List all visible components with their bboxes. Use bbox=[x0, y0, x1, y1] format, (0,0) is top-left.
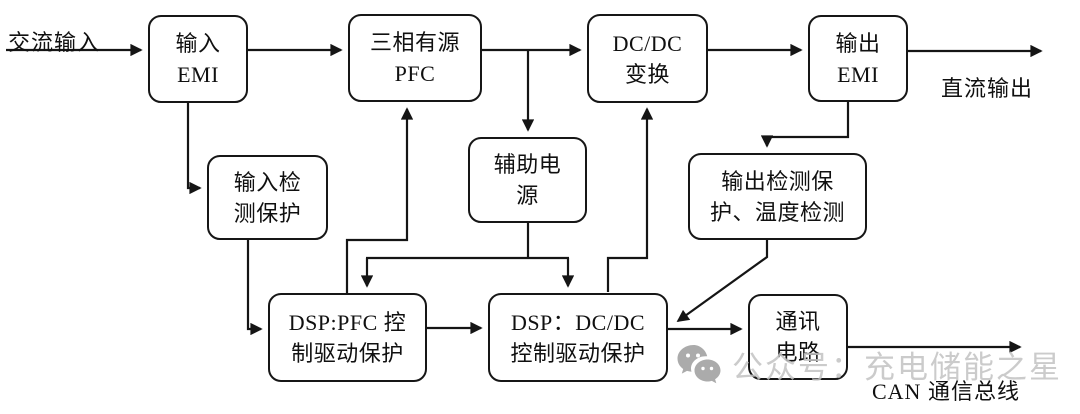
node-output-protect: 输出检测保 护、温度检测 bbox=[688, 153, 867, 240]
node-output-emi-line1: 输出 bbox=[835, 30, 881, 56]
node-dcdc: DC/DC 变换 bbox=[587, 14, 708, 103]
node-dsp-pfc-line2: 制驱动保护 bbox=[291, 340, 404, 366]
node-output-protect-line1: 输出检测保 bbox=[721, 168, 834, 194]
node-output-protect-line2: 护、温度检测 bbox=[709, 199, 845, 225]
node-input-protect: 输入检 测保护 bbox=[207, 155, 328, 240]
label-dc-output: 直流输出 bbox=[941, 76, 1034, 101]
node-comm-line1: 通讯 bbox=[775, 309, 821, 334]
node-comm: 通讯 电路 bbox=[748, 294, 848, 380]
node-input-emi: 输入 EMI bbox=[148, 15, 248, 103]
node-pfc-line2: PFC bbox=[394, 61, 436, 86]
node-aux-power-line1: 辅助电 bbox=[493, 152, 562, 177]
node-pfc-line1: 三相有源 bbox=[369, 30, 460, 55]
node-input-emi-line2: EMI bbox=[177, 62, 219, 87]
node-output-emi: 输出 EMI bbox=[808, 15, 908, 102]
node-dsp-dcdc-line1: DSP：DC/DC bbox=[510, 309, 646, 335]
edge-input-emi-to-input-protect bbox=[186, 103, 202, 195]
node-dsp-dcdc-line2: 控制驱动保护 bbox=[510, 340, 646, 366]
node-pfc: 三相有源 PFC bbox=[348, 14, 482, 102]
node-input-emi-line1: 输入 bbox=[175, 31, 221, 56]
node-dcdc-line2: 变换 bbox=[624, 61, 670, 87]
label-ac-input: 交流输入 bbox=[8, 30, 101, 55]
node-dsp-pfc: DSP:PFC 控 制驱动保护 bbox=[268, 293, 427, 382]
node-aux-power-line2: 源 bbox=[516, 183, 539, 208]
node-input-protect-line1: 输入检 bbox=[233, 169, 302, 195]
edge-dsp-pfc-to-pfc bbox=[345, 107, 414, 293]
edge-output-protect-to-dsp-dcdc bbox=[676, 240, 769, 323]
node-dsp-pfc-line1: DSP:PFC 控 bbox=[288, 309, 407, 335]
node-input-protect-line2: 测保护 bbox=[233, 200, 302, 226]
node-dsp-dcdc: DSP：DC/DC 控制驱动保护 bbox=[488, 293, 668, 382]
edge-output-emi-to-output-protect bbox=[760, 102, 850, 148]
node-dcdc-line1: DC/DC bbox=[612, 30, 683, 56]
edge-dsp-dcdc-to-dcdc bbox=[606, 107, 654, 292]
label-can-bus: CAN 通信总线 bbox=[872, 379, 1020, 404]
node-output-emi-line2: EMI bbox=[837, 61, 879, 87]
node-aux-power: 辅助电 源 bbox=[468, 137, 587, 223]
node-comm-line2: 电路 bbox=[775, 340, 821, 365]
edge-input-protect-to-dsp-pfc bbox=[246, 240, 263, 336]
